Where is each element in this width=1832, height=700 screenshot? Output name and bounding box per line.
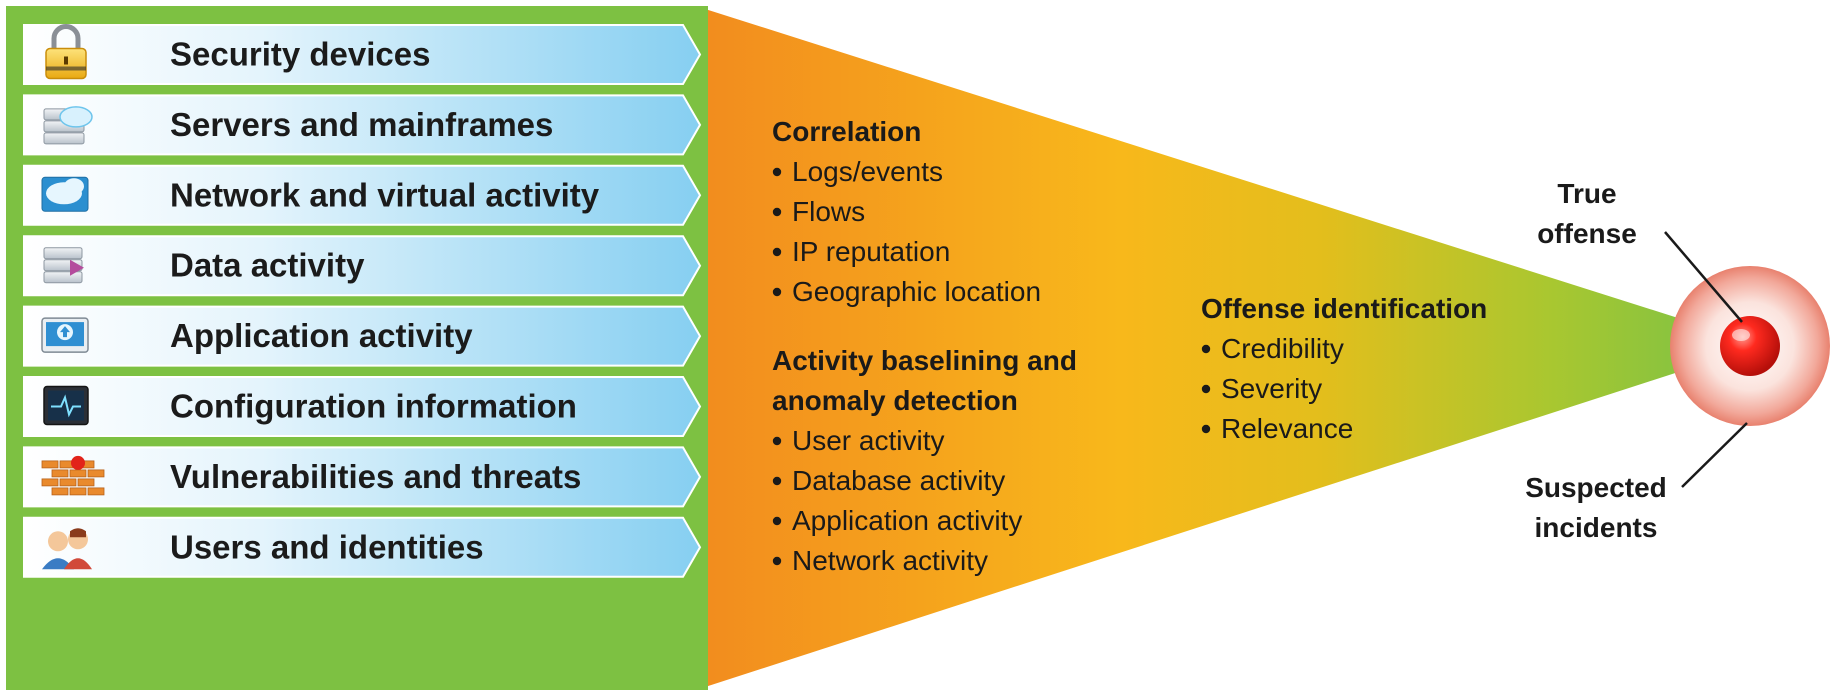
source-bar bbox=[23, 376, 702, 437]
source-label: Configuration information bbox=[170, 388, 577, 425]
source-row: Servers and mainframes bbox=[23, 94, 702, 156]
bullet-dot bbox=[1201, 384, 1211, 394]
bullet-item: User activity bbox=[792, 425, 944, 456]
source-row: Application activity bbox=[23, 305, 702, 367]
baselining-group: Activity baselining and anomaly detectio… bbox=[772, 345, 1077, 576]
suspected-incidents-label-line2: incidents bbox=[1535, 512, 1658, 543]
source-bar bbox=[23, 446, 702, 508]
bullet-item: Database activity bbox=[792, 465, 1005, 496]
source-label: Network and virtual activity bbox=[170, 176, 600, 213]
suspected-incidents-leader bbox=[1681, 422, 1748, 488]
padlock-icon bbox=[45, 24, 87, 80]
bullet-item: Credibility bbox=[1221, 333, 1344, 364]
target-marker bbox=[1670, 266, 1830, 426]
offense-heading: Offense identification bbox=[1201, 293, 1487, 324]
bullet-item: Severity bbox=[1221, 373, 1322, 404]
source-row: Configuration information bbox=[23, 376, 702, 437]
correlation-heading: Correlation bbox=[772, 116, 921, 147]
bullet-dot bbox=[772, 207, 782, 217]
true-offense-label-line2: offense bbox=[1537, 218, 1637, 249]
bullet-dot bbox=[772, 287, 782, 297]
source-row: Vulnerabilities and threats bbox=[23, 446, 702, 508]
analytics-funnel bbox=[702, 8, 1700, 688]
bullet-item: Logs/events bbox=[792, 156, 943, 187]
source-row: Data activity bbox=[23, 235, 702, 297]
bullet-item: Flows bbox=[792, 196, 865, 227]
offense-group: Offense identification CredibilitySeveri… bbox=[1201, 293, 1487, 444]
bullet-item: Relevance bbox=[1221, 413, 1353, 444]
firewall-icon bbox=[41, 455, 105, 496]
true-offense-label-line1: True bbox=[1557, 178, 1616, 209]
monitor-pulse-icon bbox=[43, 385, 89, 426]
source-label: Security devices bbox=[170, 36, 431, 73]
application-window-icon bbox=[41, 317, 89, 353]
source-label: Data activity bbox=[170, 247, 365, 284]
source-bar bbox=[23, 24, 702, 85]
bullet-dot bbox=[1201, 424, 1211, 434]
source-label: Servers and mainframes bbox=[170, 106, 553, 143]
bullet-dot bbox=[772, 167, 782, 177]
users-icon bbox=[42, 528, 92, 570]
network-cloud-icon bbox=[41, 176, 89, 212]
source-label: Users and identities bbox=[170, 528, 484, 565]
bullet-item: Application activity bbox=[792, 505, 1022, 536]
baselining-heading-line2: anomaly detection bbox=[772, 385, 1018, 416]
source-label: Application activity bbox=[170, 317, 473, 354]
server-cloud-icon bbox=[43, 106, 93, 145]
baselining-heading-line1: Activity baselining and bbox=[772, 345, 1077, 376]
source-bar bbox=[23, 305, 702, 367]
source-label: Vulnerabilities and threats bbox=[170, 458, 581, 495]
source-bar bbox=[23, 235, 702, 297]
bullet-dot bbox=[772, 556, 782, 566]
source-row: Network and virtual activity bbox=[23, 164, 702, 226]
source-bar bbox=[23, 516, 702, 578]
bullet-dot bbox=[772, 247, 782, 257]
bullet-item: Network activity bbox=[792, 545, 988, 576]
suspected-incidents-label-line1: Suspected bbox=[1525, 472, 1667, 503]
bullet-item: IP reputation bbox=[792, 236, 950, 267]
bullet-item: Geographic location bbox=[792, 276, 1041, 307]
true-offense-dot bbox=[1720, 316, 1780, 376]
source-row: Users and identities bbox=[23, 516, 702, 578]
source-row: Security devices bbox=[23, 24, 702, 85]
database-icon bbox=[43, 247, 84, 284]
bullet-dot bbox=[772, 476, 782, 486]
true-offense-leader bbox=[1664, 231, 1743, 323]
bullet-dot bbox=[772, 516, 782, 526]
source-bar bbox=[23, 94, 702, 156]
bullet-dot bbox=[772, 436, 782, 446]
source-bar bbox=[23, 164, 702, 226]
bullet-dot bbox=[1201, 344, 1211, 354]
